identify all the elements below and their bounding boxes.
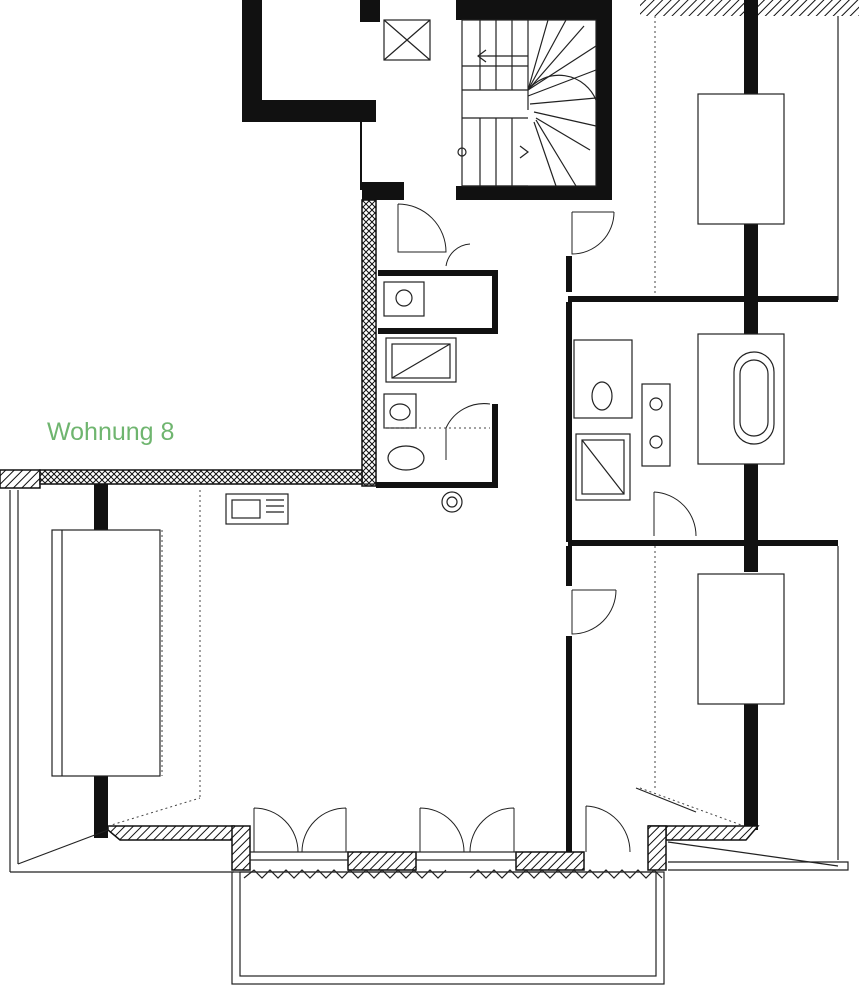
bath-wall-top [568, 296, 838, 302]
bed-top-right [697, 93, 785, 225]
skylight [383, 19, 431, 61]
core-wall-corner [362, 182, 404, 200]
bathtub [733, 351, 775, 445]
stair-core-wall-top [360, 0, 380, 22]
double-sink [641, 383, 671, 467]
pillar-middle [347, 851, 417, 871]
bedroom-bottom-right [635, 546, 849, 871]
french-door-right [415, 807, 517, 861]
bed-bottom-right [697, 573, 785, 705]
exterior-wall-left [0, 469, 41, 489]
toilet-right [591, 381, 613, 411]
insulated-wall-top [39, 469, 363, 485]
bath-wall-bottom [568, 540, 838, 546]
drain [441, 491, 463, 513]
insulated-wall [361, 199, 377, 487]
stair-core-wall-bottom [242, 100, 376, 122]
washbasin-wc [383, 281, 425, 317]
kitchen-sink [225, 493, 289, 525]
balcony [231, 869, 665, 985]
dormer-wall [744, 0, 758, 96]
unit-label: Wohnung 8 [47, 418, 175, 446]
corridor-wall [566, 256, 572, 292]
stair-core-wall [242, 0, 376, 190]
pillar-left [231, 825, 251, 871]
bedroom-top-right [640, 0, 859, 344]
staircase [457, 19, 597, 187]
french-door-left [249, 807, 349, 861]
bathroom-right [568, 296, 838, 572]
toilet-middle [387, 445, 425, 471]
balcony-outline [231, 871, 665, 985]
pillar-right [515, 851, 585, 871]
washbasin-middle [383, 393, 417, 429]
stair-core [242, 0, 612, 200]
wc-block [361, 199, 498, 513]
living-room [0, 469, 585, 873]
stair-shaft-wall-top [456, 0, 612, 20]
corridor [566, 211, 631, 858]
sofa [51, 529, 161, 777]
